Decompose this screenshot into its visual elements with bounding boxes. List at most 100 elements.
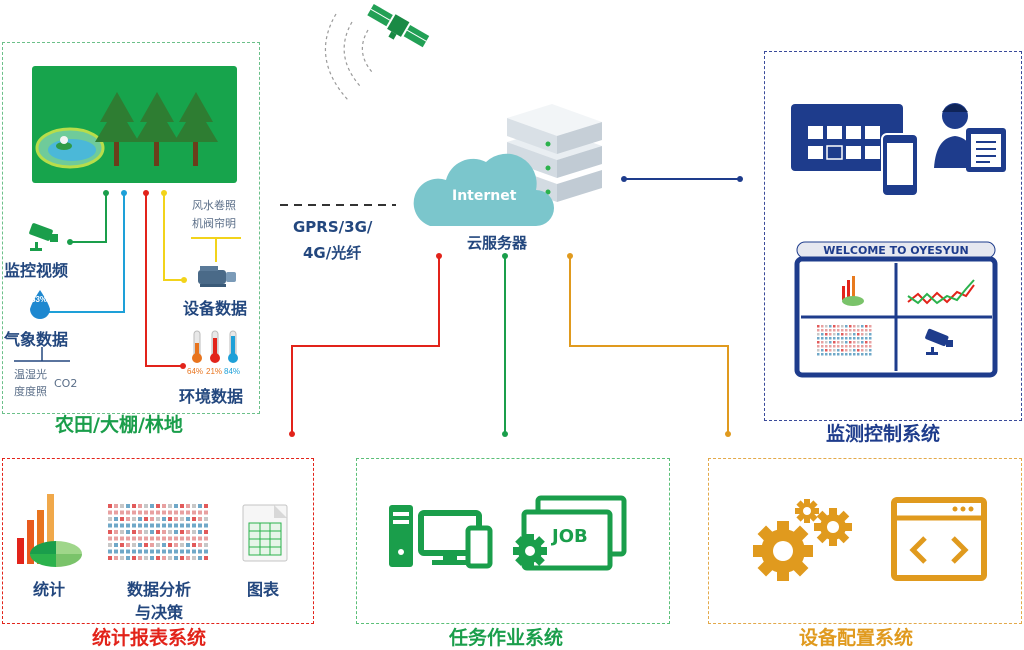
grid-cell — [168, 504, 172, 508]
welcome-banner: WELCOME TO OYESYUN — [823, 244, 969, 257]
grid-cell — [198, 517, 202, 521]
grid-cell — [837, 329, 840, 332]
grid-cell — [857, 333, 860, 336]
grid-cell — [198, 536, 202, 541]
grid-cell — [144, 517, 148, 521]
network-line-2: 4G/光纤 — [303, 244, 362, 262]
grid-cell — [204, 510, 208, 515]
grid-cell — [817, 349, 820, 352]
grid-cell — [869, 333, 872, 336]
grid-cell — [817, 353, 820, 356]
grid-cell — [108, 517, 112, 521]
grid-cell — [821, 353, 824, 356]
grid-cell — [156, 549, 160, 554]
grid-cell — [150, 504, 154, 508]
grid-cell — [144, 556, 148, 560]
grid-cell — [114, 517, 118, 521]
grid-cell — [837, 349, 840, 352]
grid-cell — [120, 556, 124, 560]
grid-cell — [150, 549, 154, 554]
config-panel — [708, 458, 1022, 624]
grid-cell — [829, 349, 832, 352]
grid-cell — [132, 549, 136, 554]
grid-cell — [108, 556, 112, 560]
grid-cell — [833, 341, 836, 344]
grid-cell — [174, 510, 178, 515]
grid-cell — [150, 517, 154, 521]
stats-item-1: 统计 — [33, 580, 66, 599]
grid-cell — [108, 510, 112, 515]
grid-cell — [132, 556, 136, 560]
grid-cell — [825, 341, 828, 344]
grid-cell — [857, 353, 860, 356]
grid-cell — [829, 325, 832, 328]
grid-cell — [849, 349, 852, 352]
grid-cell — [853, 329, 856, 332]
grid-cell — [138, 543, 142, 547]
grid-cell — [841, 329, 844, 332]
motor-icon — [198, 266, 236, 287]
grid-cell — [186, 510, 190, 515]
system-connectors — [291, 256, 729, 434]
grid-cell — [841, 353, 844, 356]
grid-cell — [857, 345, 860, 348]
operator-icon — [934, 103, 1006, 172]
grid-cell — [174, 504, 178, 508]
task-panel — [356, 458, 670, 624]
grid-cell — [186, 523, 190, 528]
grid-cell — [192, 543, 196, 547]
grid-cell — [837, 325, 840, 328]
grid-cell — [829, 341, 832, 344]
grid-cell — [817, 329, 820, 332]
grid-cell — [180, 523, 184, 528]
grid-cell — [204, 536, 208, 541]
grid-cell — [833, 329, 836, 332]
grid-cell — [849, 325, 852, 328]
cloud-icon — [413, 153, 554, 226]
grid-cell — [849, 333, 852, 336]
grid-cell — [180, 543, 184, 547]
grid-cell — [168, 543, 172, 547]
grid-cell — [144, 510, 148, 515]
internet-label: Internet — [452, 188, 517, 204]
grid-cell — [132, 530, 136, 534]
grid-cell — [150, 510, 154, 515]
grid-cell — [126, 504, 130, 508]
grid-cell — [174, 517, 178, 521]
grid-cell — [861, 325, 864, 328]
grid-cell — [198, 510, 202, 515]
config-title: 设备配置系统 — [799, 627, 914, 649]
grid-cell — [132, 517, 136, 521]
grid-cell — [845, 353, 848, 356]
grid-cell — [162, 504, 166, 508]
grid-cell — [162, 530, 166, 534]
grid-cell — [156, 523, 160, 528]
farm-scene-icon — [32, 66, 237, 183]
grid-cell — [857, 325, 860, 328]
grid-cell — [156, 536, 160, 541]
grid-cell — [150, 536, 154, 541]
grid-cell — [120, 530, 124, 534]
grid-cell — [861, 337, 864, 340]
grid-cell — [120, 517, 124, 521]
grid-cell — [825, 353, 828, 356]
monitor-panel — [764, 51, 1022, 421]
grid-cell — [849, 345, 852, 348]
grid-cell — [204, 549, 208, 554]
grid-cell — [168, 523, 172, 528]
grid-cell — [168, 556, 172, 560]
grid-cell — [837, 345, 840, 348]
grid-cell — [861, 333, 864, 336]
grid-cell — [837, 341, 840, 344]
grid-cell — [192, 523, 196, 528]
grid-cell — [829, 329, 832, 332]
grid-cell — [192, 556, 196, 560]
grid-cell — [144, 530, 148, 534]
grid-cell — [817, 337, 820, 340]
stats-item-3: 图表 — [247, 580, 280, 599]
sensor-text-1: 温湿光 — [14, 368, 47, 381]
grid-cell — [861, 341, 864, 344]
grid-cell — [821, 325, 824, 328]
grid-cell — [162, 543, 166, 547]
grid-cell — [841, 349, 844, 352]
